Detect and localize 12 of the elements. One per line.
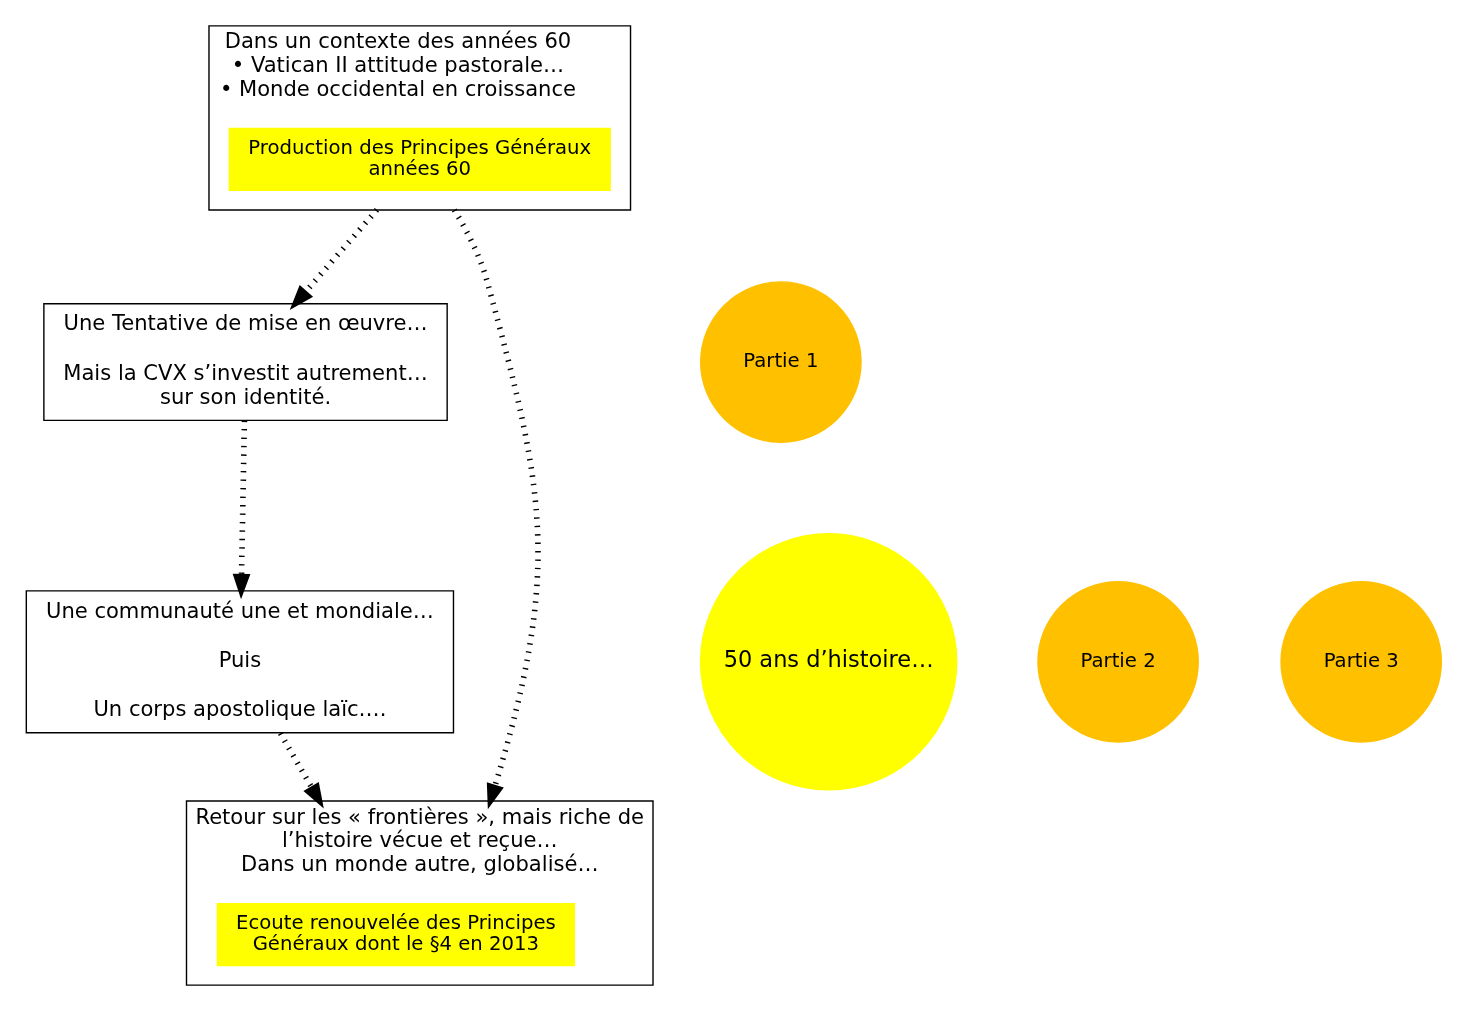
node-box: Ecoute renouvelée des Principes Généraux dont le §4 en 2013 — [216, 902, 575, 966]
arrow — [232, 420, 250, 599]
arrow — [277, 731, 324, 808]
arrow — [289, 207, 379, 310]
node-circle: Partie 1 — [699, 280, 862, 443]
node-box: Une communauté une et mondiale… Puis Un corps apostolique laïc…. — [25, 589, 454, 734]
node-circle: Partie 3 — [1279, 580, 1442, 743]
node-circle: Partie 2 — [1036, 580, 1199, 743]
node-circle: 50 ans d’histoire… — [699, 532, 957, 791]
arrow — [451, 207, 540, 809]
node-box: Production des Principes Généraux années 60 — [228, 127, 611, 191]
node-box: Une Tentative de mise en œuvre… Mais la CVX s’investit autrement… sur son identité. — [42, 302, 448, 421]
